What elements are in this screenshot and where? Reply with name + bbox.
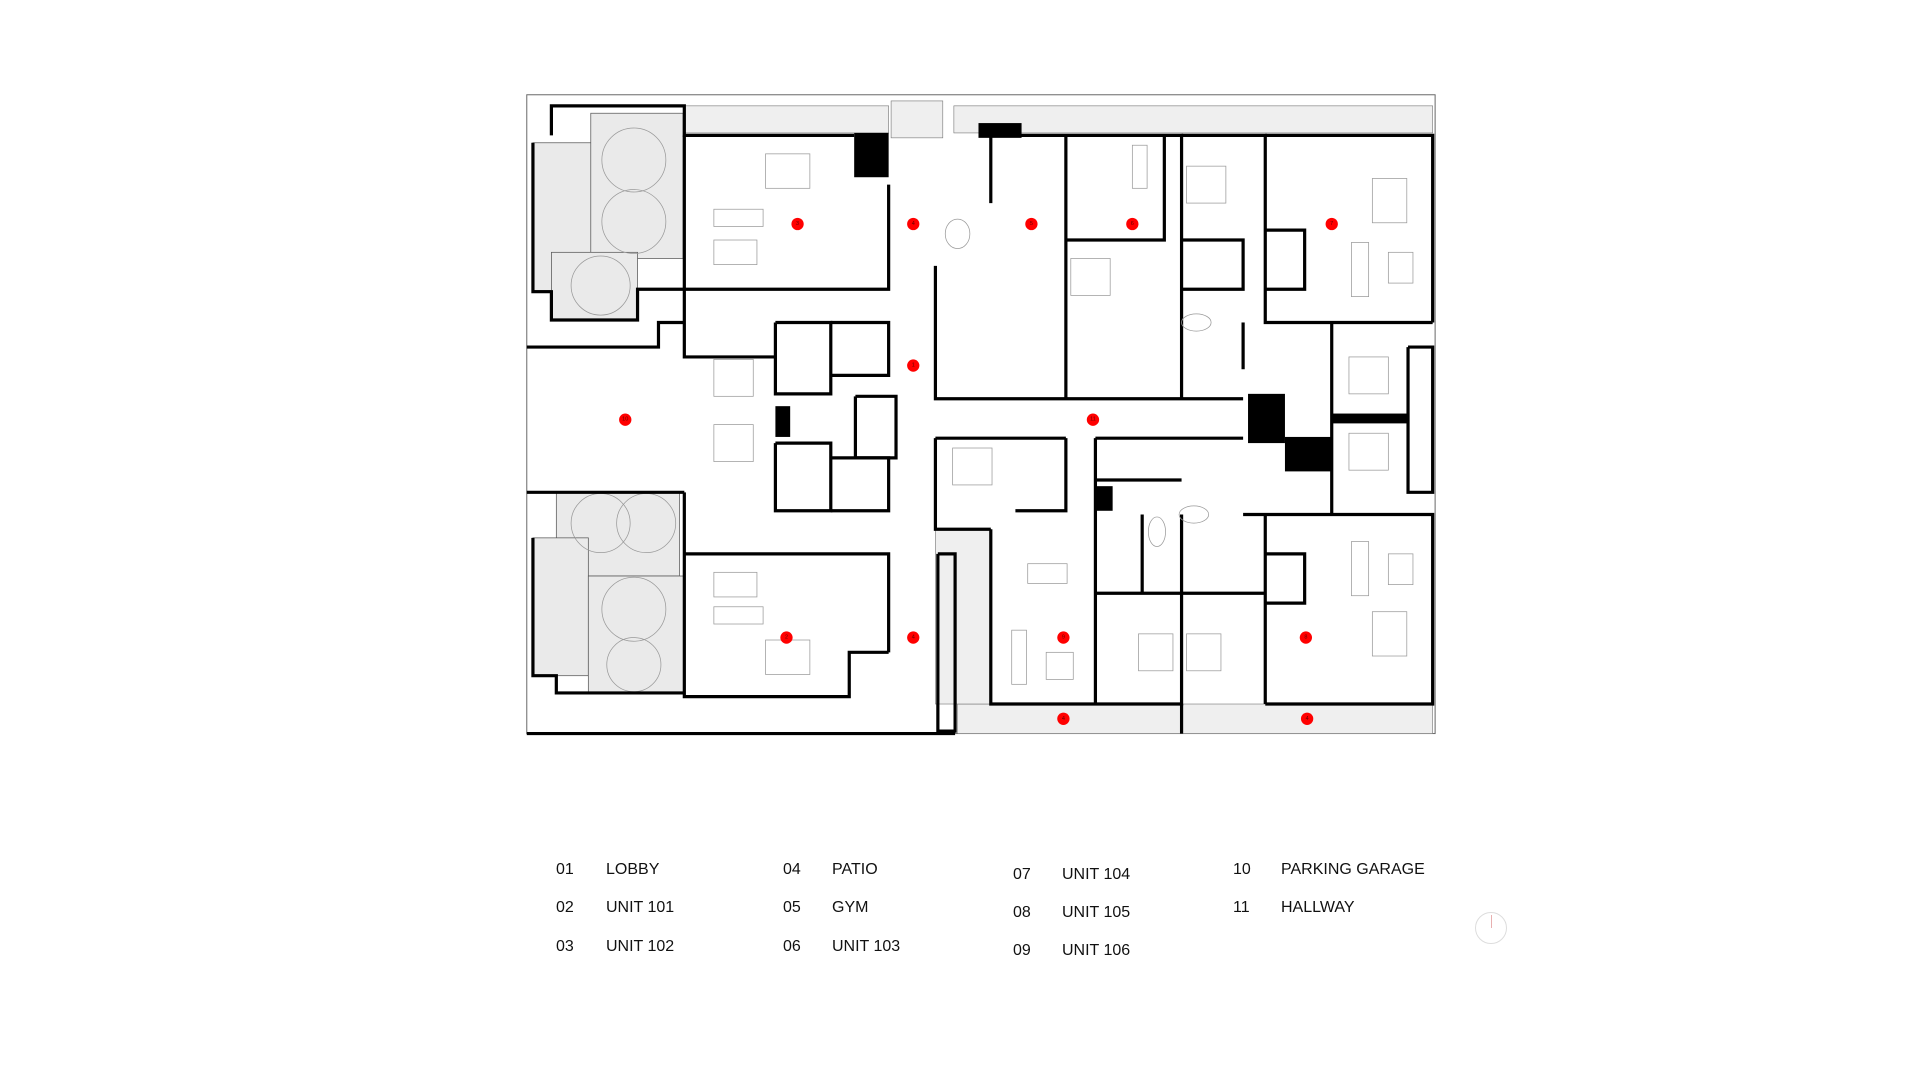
legend-number: 01 (556, 861, 574, 878)
legend-number: 06 (783, 938, 801, 955)
marker-unit-103: 6 (1126, 217, 1139, 231)
legend-number: 07 (1013, 866, 1031, 883)
marker-gym: 5 (1025, 217, 1038, 231)
marker-unit-102: 3 (791, 217, 804, 231)
legend-number: 08 (1013, 904, 1031, 921)
legend-label: UNIT 106 (1062, 942, 1131, 959)
legend-label: PARKING GARAGE (1281, 861, 1425, 878)
svg-text:8: 8 (1304, 635, 1307, 641)
legend-label: UNIT 104 (1062, 866, 1131, 883)
legend-number: 03 (556, 938, 574, 955)
marker-unit-101: 2 (780, 631, 793, 644)
walls (526, 104, 1435, 736)
marker-parking-garage: 10 (619, 413, 632, 426)
legend-label: GYM (832, 899, 869, 916)
legend-label: PATIO (832, 861, 878, 878)
svg-text:6: 6 (1131, 221, 1134, 227)
svg-text:4: 4 (1306, 716, 1309, 722)
svg-text:3: 3 (796, 221, 799, 227)
svg-text:7: 7 (1330, 221, 1333, 227)
legend-label: UNIT 105 (1062, 904, 1131, 921)
svg-text:5: 5 (1030, 221, 1033, 227)
legend-number: 11 (1233, 899, 1250, 916)
svg-text:4: 4 (912, 221, 915, 227)
legend-number: 05 (783, 899, 801, 916)
marker-unit-105: 8 (1299, 631, 1313, 644)
svg-text:1: 1 (912, 363, 915, 369)
legend-number: 09 (1013, 942, 1031, 959)
legend-number: 04 (783, 861, 801, 878)
svg-text:2: 2 (785, 635, 788, 641)
furniture (713, 144, 1414, 685)
legend-label: LOBBY (606, 861, 660, 878)
marker-lobby: 1 (907, 359, 920, 372)
legend-number: 10 (1233, 861, 1251, 878)
marker-unit-106: 9 (1057, 631, 1070, 644)
legend-label: HALLWAY (1281, 899, 1355, 916)
legend-number: 02 (556, 899, 574, 916)
svg-text:4: 4 (912, 635, 915, 641)
marker-unit-104: 7 (1325, 217, 1338, 231)
patios (684, 100, 1433, 734)
svg-text:9: 9 (1062, 635, 1065, 641)
marker-patio: 4 (907, 217, 920, 231)
legend-label: UNIT 103 (832, 938, 901, 955)
legend-label: UNIT 101 (606, 899, 675, 916)
marker-patio: 4 (907, 631, 920, 644)
room-markers: 3 4 5 6 7 1 10 11 2 4 9 8 4 4 (619, 217, 1338, 725)
svg-text:11: 11 (1090, 417, 1096, 423)
legend-label: UNIT 102 (606, 938, 675, 955)
gardens (532, 112, 685, 694)
marker-hallway: 11 (1086, 413, 1100, 426)
svg-text:10: 10 (622, 417, 628, 423)
marker-patio: 4 (1300, 712, 1314, 725)
marker-patio: 4 (1057, 712, 1070, 725)
svg-text:4: 4 (1062, 716, 1065, 722)
north-arrow-icon (1475, 912, 1507, 944)
